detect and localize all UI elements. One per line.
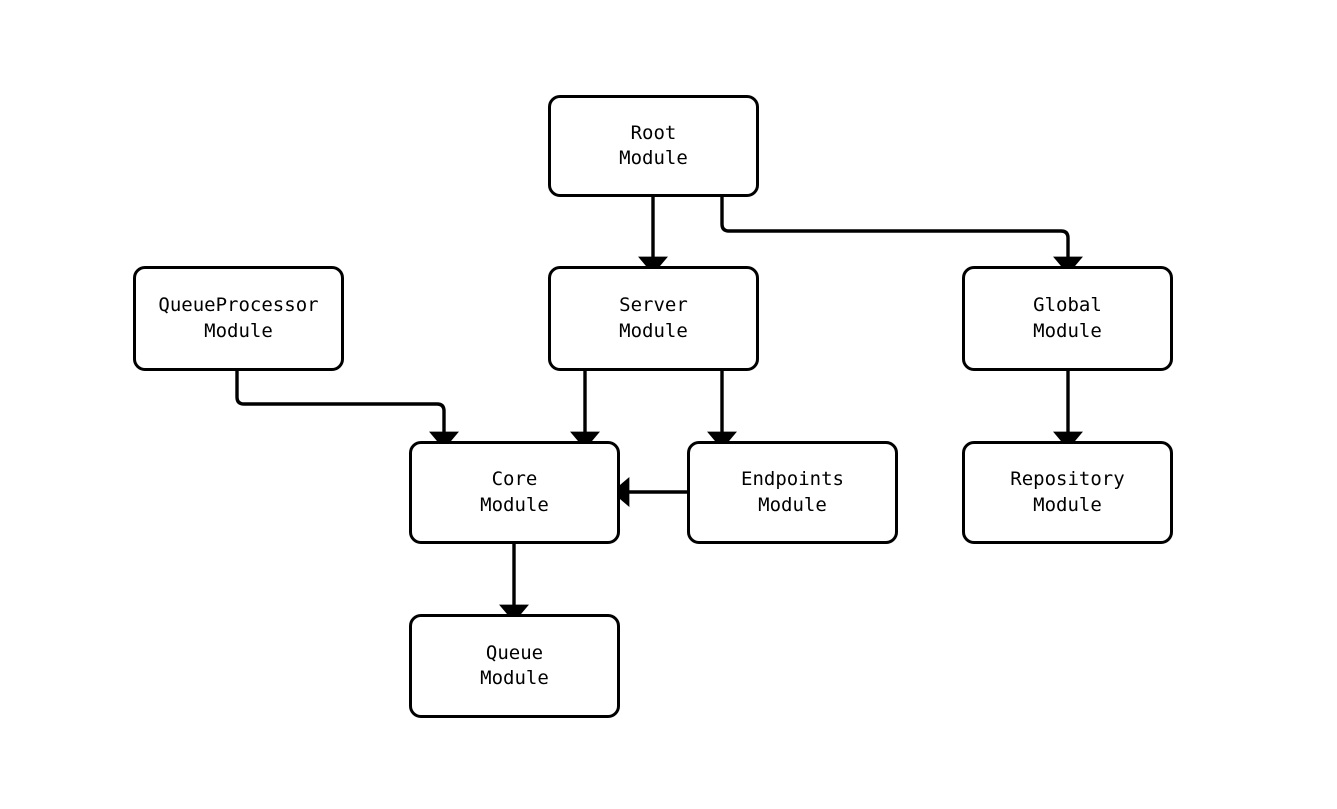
node-root-module-label: Root Module	[619, 121, 688, 169]
node-global-module[interactable]: Global Module	[962, 266, 1173, 371]
node-repository-module-label: Repository Module	[1010, 468, 1125, 516]
node-endpoints-module[interactable]: Endpoints Module	[687, 441, 898, 544]
node-queueprocessor-module-label: QueueProcessor Module	[158, 294, 319, 342]
node-endpoints-module-label: Endpoints Module	[741, 468, 844, 516]
node-core-module-label: Core Module	[480, 468, 549, 516]
edge-queueprocessor-to-core	[235, 371, 459, 450]
node-core-module[interactable]: Core Module	[409, 441, 620, 544]
edge-root-to-global	[720, 197, 1083, 275]
node-repository-module[interactable]: Repository Module	[962, 441, 1173, 544]
node-server-module[interactable]: Server Module	[548, 266, 759, 371]
node-root-module[interactable]: Root Module	[548, 95, 759, 197]
node-queueprocessor-module[interactable]: QueueProcessor Module	[133, 266, 344, 371]
node-queue-module-label: Queue Module	[480, 641, 549, 689]
node-global-module-label: Global Module	[1033, 294, 1102, 342]
node-queue-module[interactable]: Queue Module	[409, 614, 620, 718]
node-server-module-label: Server Module	[619, 294, 688, 342]
